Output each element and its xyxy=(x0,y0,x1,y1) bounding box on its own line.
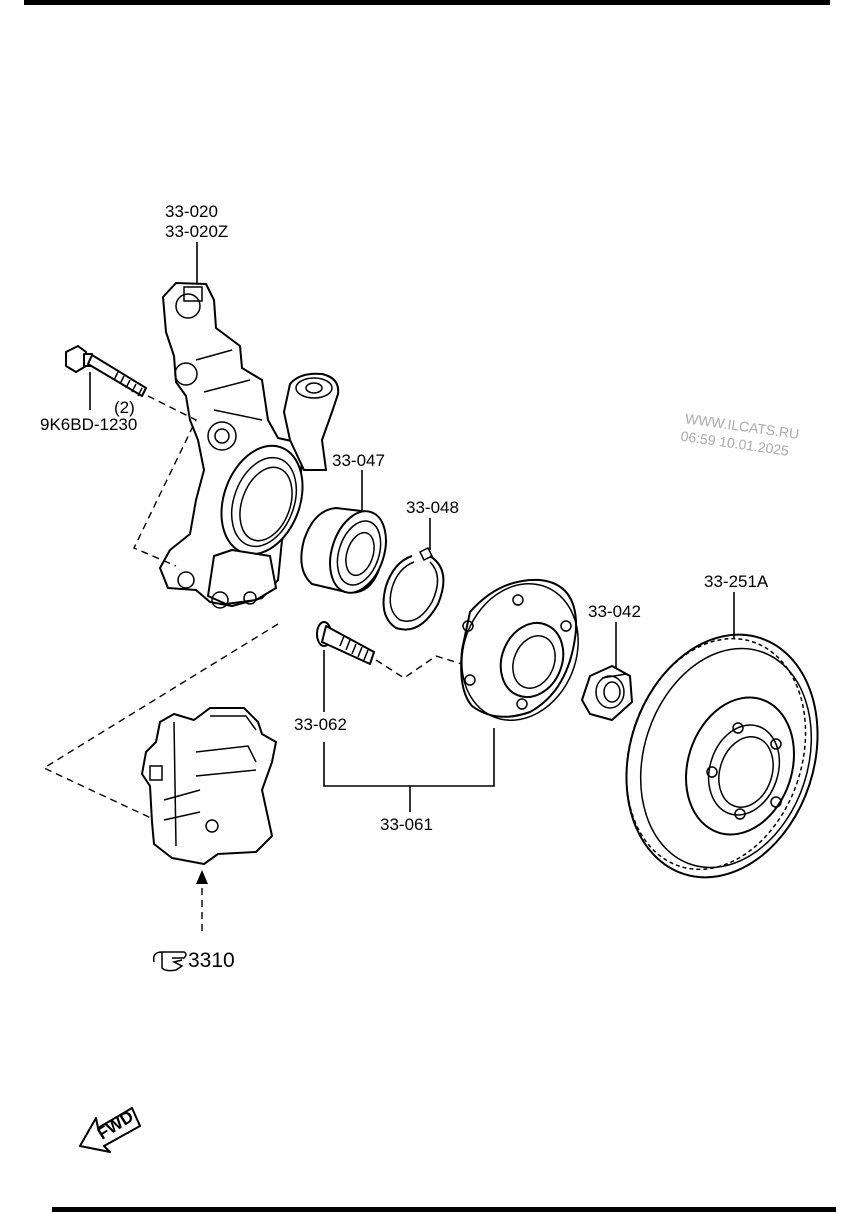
label-knuckle-a: 33-020 xyxy=(165,202,218,221)
brake-caliper[interactable] xyxy=(141,707,277,865)
wheel-bearing[interactable] xyxy=(300,504,395,600)
hub-assy-bracket xyxy=(323,728,495,787)
label-hub-assy: 33-061 xyxy=(380,815,433,834)
label-bolt-qty: (2) xyxy=(114,398,135,417)
label-caliper-ref[interactable]: 3310 xyxy=(188,949,235,972)
bolt-install-path xyxy=(133,395,197,567)
watermark: WWW.ILCATS.RU 06:59 10.01.2025 xyxy=(680,410,800,459)
caliper-ref-arrowhead xyxy=(196,870,208,884)
label-bearing: 33-047 xyxy=(332,451,385,470)
pointing-hand-icon xyxy=(152,951,187,972)
label-hub-nut: 33-042 xyxy=(588,602,641,621)
fwd-arrow-icon: FWD xyxy=(79,1107,141,1153)
steering-knuckle[interactable] xyxy=(159,282,340,609)
wheel-hub[interactable] xyxy=(442,566,598,738)
bolt[interactable] xyxy=(65,345,147,397)
label-bolt: 9K6BD-1230 xyxy=(40,415,137,434)
label-wheel-stud: 33-062 xyxy=(294,715,347,734)
wheel-stud[interactable] xyxy=(316,621,375,665)
label-knuckle-b: 33-020Z xyxy=(165,222,228,241)
top-border xyxy=(24,0,830,5)
brake-disc[interactable] xyxy=(596,610,848,903)
hub-nut[interactable] xyxy=(581,665,633,721)
stud-install-path xyxy=(375,655,463,679)
label-snap-ring: 33-048 xyxy=(406,498,459,517)
snap-ring[interactable] xyxy=(382,546,445,631)
caliper-install-path xyxy=(42,623,279,827)
bottom-border xyxy=(52,1207,836,1212)
label-disc: 33-251A xyxy=(704,572,769,591)
